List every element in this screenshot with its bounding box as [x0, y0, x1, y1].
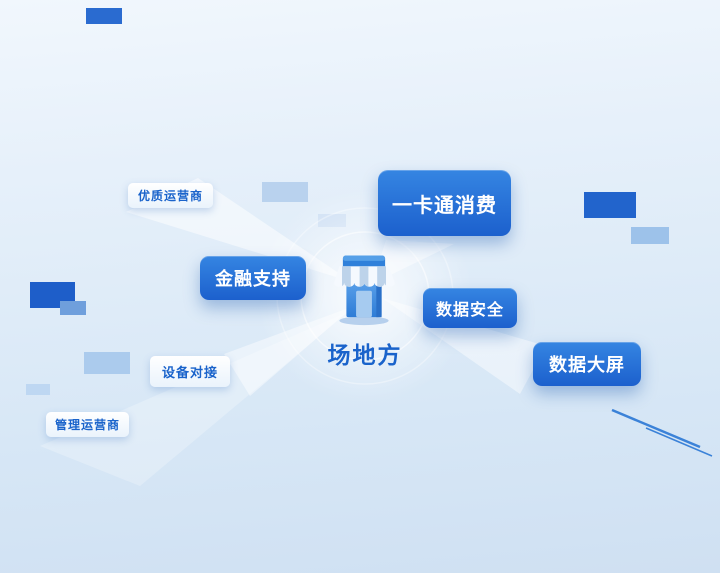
decor-rect [84, 352, 130, 374]
node-financial-support: 金融支持 [200, 256, 306, 300]
decor-rect [631, 227, 669, 244]
decor-rect [60, 301, 86, 315]
decor-rect [26, 384, 50, 395]
node-one-card-consumption: 一卡通消费 [378, 170, 511, 236]
decor-rect [86, 8, 122, 24]
node-data-security: 数据安全 [423, 288, 517, 328]
decor-rect [584, 192, 636, 218]
decor-rect [318, 214, 346, 227]
storefront-icon [320, 244, 408, 339]
node-device-docking: 设备对接 [150, 356, 231, 387]
node-management-operator: 管理运营商 [46, 412, 130, 437]
decor-rect [262, 182, 308, 202]
node-premium-operator: 优质运营商 [128, 183, 214, 208]
center-label: 场地方 [327, 342, 403, 368]
node-data-big-screen: 数据大屏 [533, 342, 641, 386]
